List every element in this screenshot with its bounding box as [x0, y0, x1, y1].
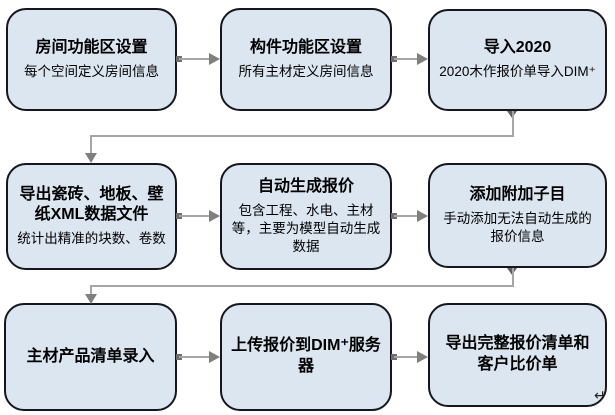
arrowhead-right-icon	[417, 53, 428, 65]
connector-line	[90, 135, 92, 154]
arrowhead-right-icon	[417, 351, 428, 363]
connector-line	[394, 356, 419, 358]
paragraph-return-mark: ↵	[594, 387, 606, 403]
flow-step-auto-generate-quote: 自动生成报价 包含工程、水电、主材等，主要为模型自动生成数据	[220, 163, 392, 270]
flow-step-room-function-setup: 房间功能区设置 每个空间定义房间信息	[6, 8, 177, 111]
step-title: 构件功能区设置	[249, 38, 362, 56]
connector-line	[179, 356, 211, 358]
step-subtitle: 包含工程、水电、主材等，主要为模型自动生成数据	[231, 202, 381, 254]
step-subtitle: 每个空间定义房间信息	[24, 63, 159, 79]
flow-step-add-extra-items: 添加附加子目 手动添加无法自动生成的报价信息	[428, 163, 607, 268]
step-subtitle: 所有主材定义房间信息	[238, 63, 374, 79]
arrowhead-right-icon	[209, 53, 220, 65]
connector-line	[90, 135, 514, 137]
step-title: 上传报价到DIM⁺服务器	[231, 337, 381, 375]
step-title: 添加附加子目	[469, 185, 566, 203]
flow-step-export-final-quote: 导出完整报价清单和客户比价单	[428, 303, 607, 407]
connector-line	[179, 215, 211, 217]
step-title: 主材产品清单录入	[26, 347, 155, 365]
step-title: 导入2020	[483, 39, 552, 57]
flow-step-component-function-setup: 构件功能区设置 所有主材定义房间信息	[220, 8, 392, 111]
arrowhead-right-icon	[209, 210, 220, 222]
arrowhead-right-icon	[417, 210, 428, 222]
connector-line	[179, 58, 211, 60]
arrowhead-right-icon	[209, 351, 220, 363]
flow-step-export-xml-data: 导出瓷砖、地板、壁纸XML数据文件 统计出精准的块数、卷数	[6, 163, 177, 270]
step-subtitle: 统计出精准的块数、卷数	[17, 231, 166, 247]
step-title: 导出完整报价清单和客户比价单	[445, 335, 590, 373]
connector-line	[512, 111, 514, 137]
step-subtitle: 手动添加无法自动生成的报价信息	[443, 210, 592, 244]
connector-line	[394, 58, 419, 60]
arrowhead-down-icon	[85, 294, 97, 304]
connector-line	[394, 215, 419, 217]
connector-line	[90, 285, 514, 287]
step-title: 自动生成报价	[257, 177, 354, 195]
flow-step-upload-quote-to-dim: 上传报价到DIM⁺服务器	[220, 303, 392, 411]
step-title: 导出瓷砖、地板、壁纸XML数据文件	[19, 185, 164, 224]
step-title: 房间功能区设置	[35, 38, 148, 56]
flow-step-import-2020: 导入2020 2020木作报价单导入DIM⁺	[428, 9, 607, 111]
arrowhead-down-icon	[85, 153, 97, 163]
connector-line	[512, 268, 514, 287]
flow-step-material-list-entry: 主材产品清单录入	[4, 303, 177, 411]
connector-line	[90, 285, 92, 296]
step-subtitle: 2020木作报价单导入DIM⁺	[439, 64, 596, 80]
